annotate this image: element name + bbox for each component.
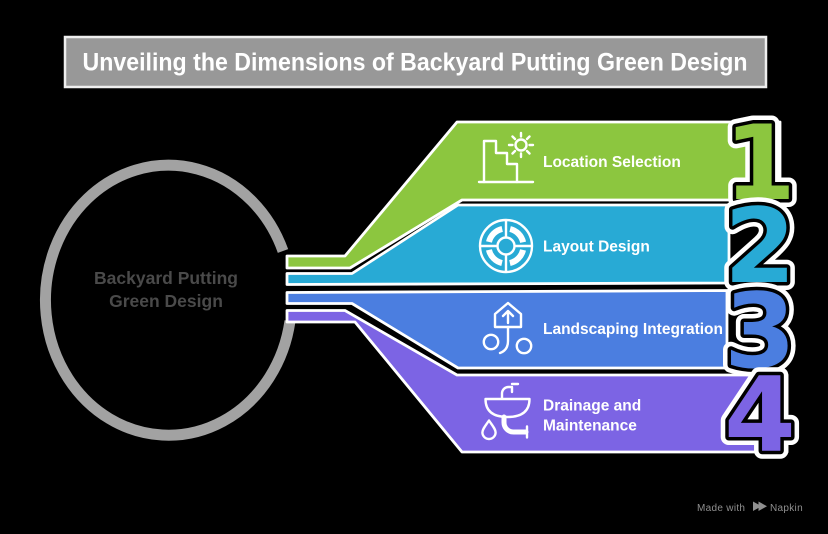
step-4-number: 4: [724, 356, 796, 476]
house-outline: [493, 301, 523, 329]
step-3-number: 3: [724, 272, 796, 392]
step-4-label-line2: Maintenance: [543, 418, 637, 435]
roundabout-layout-icon: [478, 218, 534, 274]
title-box: [63, 35, 768, 89]
center-label-line1: Backyard Putting: [94, 268, 238, 288]
faucet: [500, 382, 520, 400]
step-2-label: Layout Design: [543, 239, 650, 256]
step-3-number-outline: 3: [724, 272, 796, 392]
center-node: Backyard Putting Green Design: [39, 159, 296, 441]
step-1-number-outline: 1: [724, 104, 796, 224]
radial-spokes: [479, 219, 533, 273]
center-circle-ring: [39, 159, 296, 441]
step-1-number: 1: [724, 104, 796, 224]
sink-drain-icon: [481, 382, 531, 441]
step-4-label-line1: Drainage and: [543, 398, 641, 415]
step-1-label: Location Selection: [543, 154, 681, 171]
step-2-number: 2: [724, 187, 796, 307]
step-4-ribbon: [285, 309, 789, 454]
step-band-1: Location Selection: [285, 120, 782, 270]
step-band-4: Drainage and Maintenance: [285, 309, 789, 454]
drain-pipe: [501, 414, 529, 435]
left-bud: [482, 333, 500, 351]
terrain-sun-icon: [477, 131, 535, 184]
sun: [514, 138, 528, 152]
page-title: Unveiling the Dimensions of Backyard Put…: [83, 49, 748, 77]
watermark-prefix: Made with: [697, 503, 745, 514]
step-band-2: Layout Design: [285, 203, 731, 286]
center-label-line2: Green Design: [109, 291, 223, 311]
up-arrow: [501, 309, 515, 325]
basin: [484, 397, 531, 419]
title-banner: Unveiling the Dimensions of Backyard Put…: [63, 35, 768, 89]
water-drop: [481, 419, 497, 441]
inner-circle: [496, 236, 516, 256]
step-2-ribbon: [285, 203, 731, 286]
step-1-ribbon: [285, 120, 782, 270]
napkin-logo-icon: [753, 501, 767, 511]
right-bud: [515, 337, 533, 355]
sun-rays: [507, 131, 535, 159]
step-numbers: 1 1 2 2 3 3 4 4: [716, 96, 804, 484]
terraces: [482, 139, 519, 184]
house-sprout-icon: [482, 301, 533, 355]
step-4-number-outline: 4: [724, 356, 796, 476]
watermark-brand: Napkin: [770, 503, 803, 514]
step-2-number-outline: 2: [724, 187, 796, 307]
sprout-stem: [498, 325, 510, 355]
napkin-watermark: Made with Napkin: [697, 501, 803, 514]
step-3-label: Landscaping Integration: [543, 321, 723, 338]
step-band-3: Landscaping Integration: [285, 289, 729, 370]
